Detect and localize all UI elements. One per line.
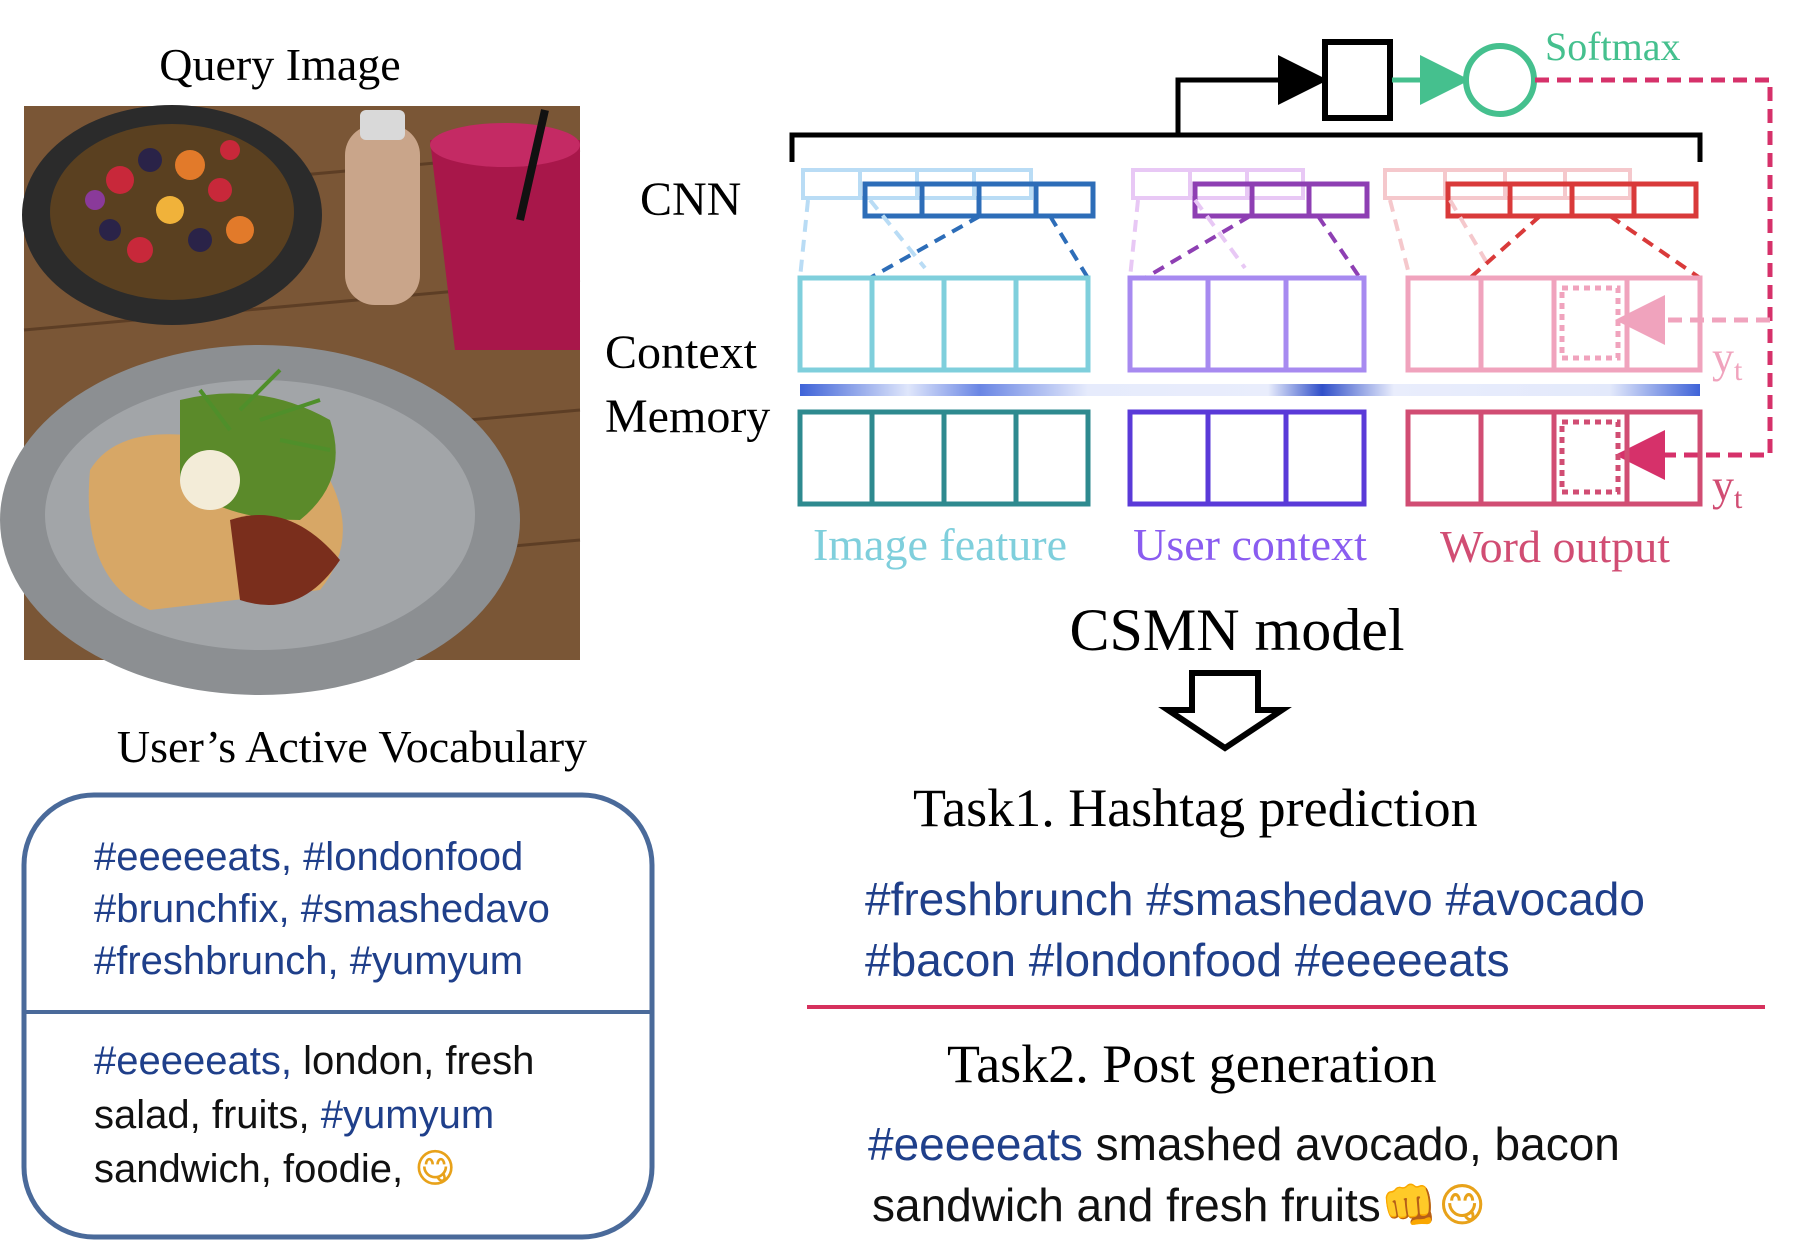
vocab-word-rest: london, fresh	[292, 1039, 534, 1083]
smiley-emoji-icon: 😋	[414, 1146, 456, 1192]
yt-label-memory: yt	[1712, 461, 1743, 515]
cnn-label: CNN	[640, 173, 741, 226]
softmax-label: Softmax	[1545, 24, 1681, 69]
image-feature-label: Image feature	[813, 519, 1067, 570]
yt-label-memory-main: y	[1712, 461, 1734, 510]
vocab-word-line-1: #eeeeeats, london, fresh	[94, 1039, 534, 1083]
vocab-word-tag-2: #yumyum	[321, 1093, 494, 1137]
task2-title: Task2. Post generation	[947, 1034, 1437, 1094]
memory-separator-bar	[800, 384, 1700, 396]
vocab-word-plain: salad, fruits,	[94, 1093, 321, 1137]
task1-hashtag-line-1: #freshbrunch #smashedavo #avocado	[865, 873, 1645, 925]
vocab-hashtag-line-1: #eeeeeats, #londonfood	[94, 835, 523, 879]
yt-label-context: yt	[1712, 333, 1743, 387]
task2-rest: smashed avocado, bacon	[1083, 1118, 1620, 1170]
vocab-hashtag-line-2: #brunchfix, #smashedavo	[94, 887, 550, 931]
csmn-model-title: CSMN model	[1069, 597, 1404, 663]
fruit-toppings	[85, 140, 254, 263]
yt-label-memory-sub: t	[1734, 482, 1743, 515]
task2-line2-text: sandwich and fresh fruits	[872, 1179, 1381, 1231]
user-context-label: User context	[1133, 519, 1367, 570]
output-path	[789, 39, 1773, 480]
yt-label-context-main: y	[1712, 333, 1734, 382]
vocab-title: User’s Active Vocabulary	[117, 721, 587, 772]
task2-tag: #eeeeeats	[868, 1118, 1083, 1170]
vocab-word-plain-3: sandwich, foodie,	[94, 1147, 414, 1191]
fist-smiley-emoji-icon: 👊😋	[1381, 1178, 1486, 1232]
softmax-node	[1463, 43, 1537, 117]
context-label: Context	[605, 326, 758, 379]
task1-title: Task1. Hashtag prediction	[913, 778, 1478, 838]
vocab-word-line-3: sandwich, foodie, 😋	[94, 1146, 456, 1192]
task2-line-1: #eeeeeats smashed avocado, bacon	[868, 1118, 1620, 1170]
image-feature-column	[797, 168, 1096, 507]
vocab-box	[21, 792, 655, 1240]
query-image-title: Query Image	[159, 39, 400, 90]
down-arrow-icon	[1158, 670, 1292, 752]
vocab-hashtag-line-3: #freshbrunch, #yumyum	[94, 939, 523, 983]
vocab-word-line-2: salad, fruits, #yumyum	[94, 1093, 494, 1137]
word-output-label: Word output	[1440, 521, 1670, 572]
task1-hashtag-line-2: #bacon #londonfood #eeeeeats	[865, 934, 1510, 986]
user-context-column	[1127, 168, 1370, 507]
query-photo	[0, 105, 581, 695]
task2-line-2: sandwich and fresh fruits👊😋	[872, 1178, 1486, 1232]
yt-label-context-sub: t	[1734, 354, 1743, 387]
memory-label: Memory	[605, 390, 770, 443]
word-output-column	[1383, 168, 1703, 507]
vocab-word-tag: #eeeeeats,	[94, 1039, 292, 1083]
output-layer-box	[1322, 39, 1393, 121]
